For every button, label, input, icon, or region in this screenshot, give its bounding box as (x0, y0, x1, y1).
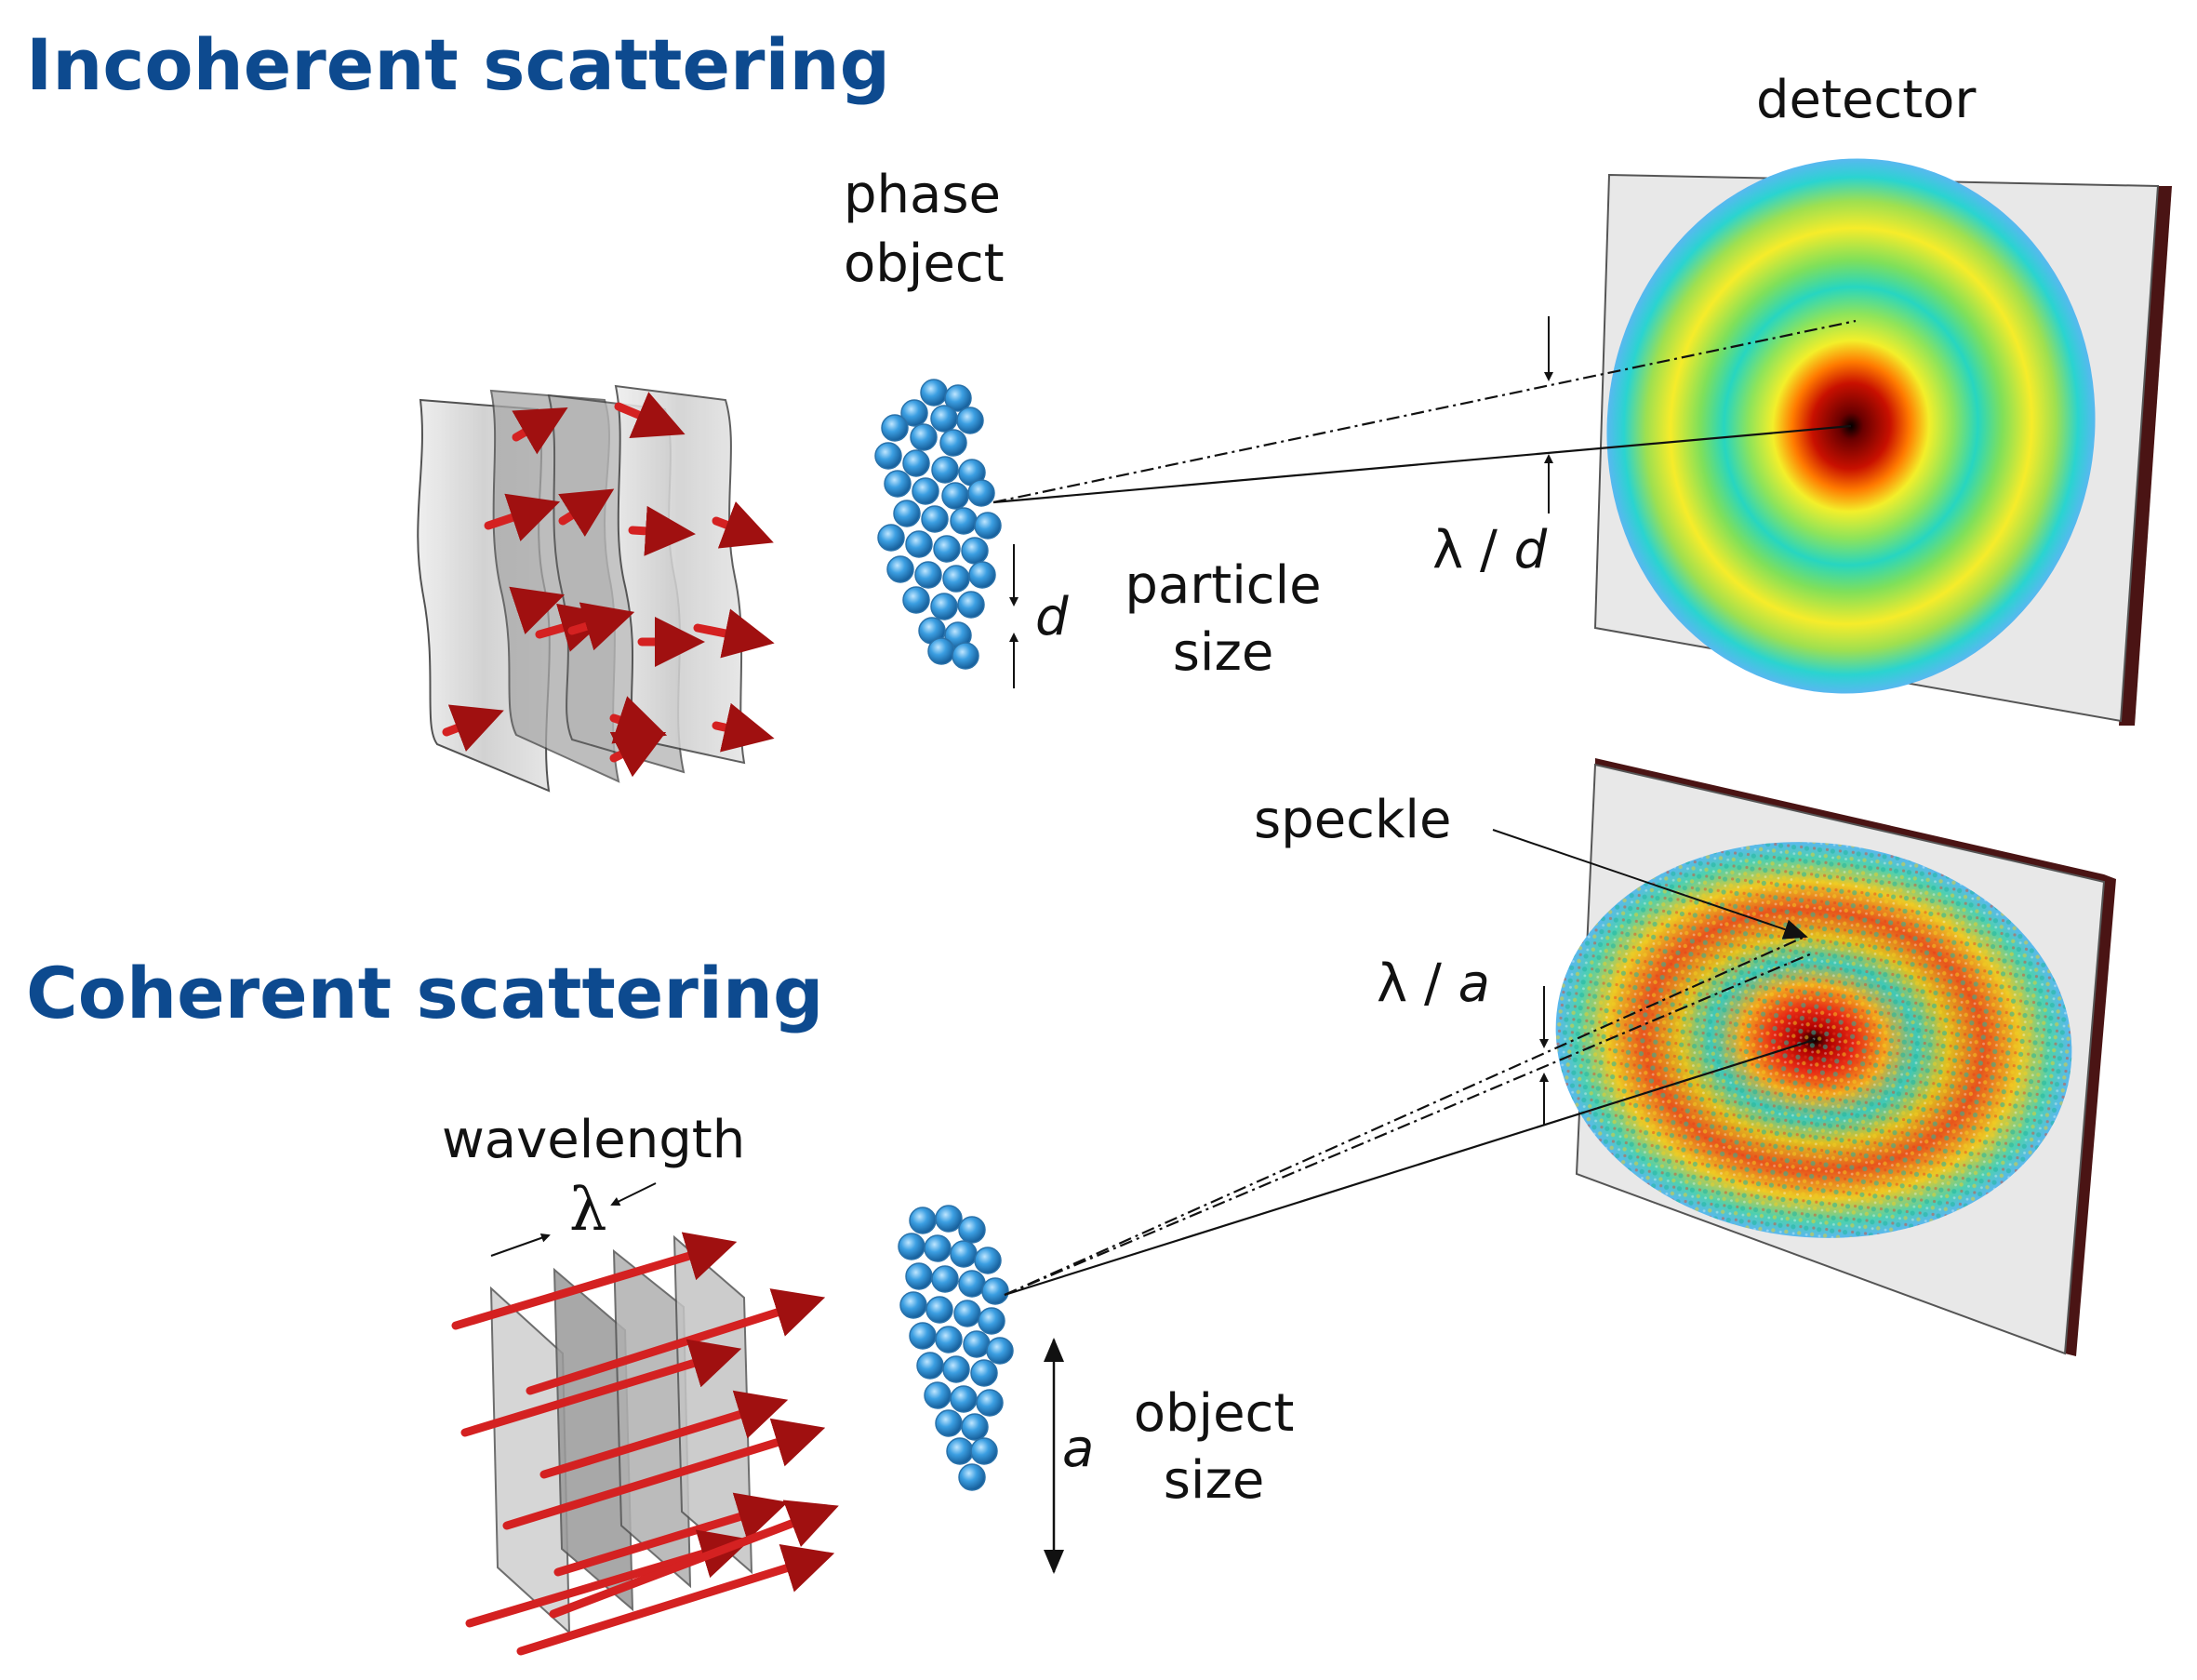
coherent-plane-wavefronts (451, 1232, 839, 1656)
wave-sheet-4 (614, 384, 746, 765)
incoherent-wavefront-sheets (417, 384, 775, 793)
incoherent-detector (1593, 158, 2172, 726)
coherent-red-arrows (451, 1232, 839, 1656)
label-particle-size: size (1172, 622, 1274, 683)
label-particle: particle (1125, 555, 1322, 616)
heading-coherent: Coherent scattering (26, 952, 824, 1034)
incoherent-red-arrows (442, 392, 775, 778)
label-object-size-2: size (1163, 1450, 1265, 1511)
wavelength-indicator (490, 1182, 657, 1257)
coherent-particle-cluster (898, 1205, 1014, 1491)
label-speckle: speckle (1254, 790, 1452, 850)
speckle-pointer (1492, 829, 1808, 940)
detector-edge-side (2065, 874, 2116, 1356)
label-object-size-1: object (1133, 1383, 1295, 1444)
coherent-detector (1555, 758, 2116, 1356)
heading-incoherent: Incoherent scattering (26, 23, 891, 106)
label-lambda: λ (569, 1176, 607, 1245)
label-d: d (1035, 587, 1069, 647)
label-phase: phase (844, 165, 1001, 225)
plane-sheet-3 (612, 1248, 692, 1589)
label-wavelength: wavelength (442, 1110, 746, 1170)
label-detector: detector (1756, 70, 1977, 130)
detector-edge (2119, 186, 2172, 726)
incoherent-particle-cluster (874, 379, 1002, 670)
incoherent-rays (992, 319, 1857, 504)
plane-sheet-2 (553, 1267, 634, 1612)
label-lambda-over-a: λ / a (1377, 953, 1490, 1014)
label-a: a (1062, 1419, 1095, 1479)
coherent-rays (1004, 936, 1815, 1297)
label-lambda-over-d: λ / d (1432, 520, 1548, 580)
label-object: object (844, 233, 1005, 294)
